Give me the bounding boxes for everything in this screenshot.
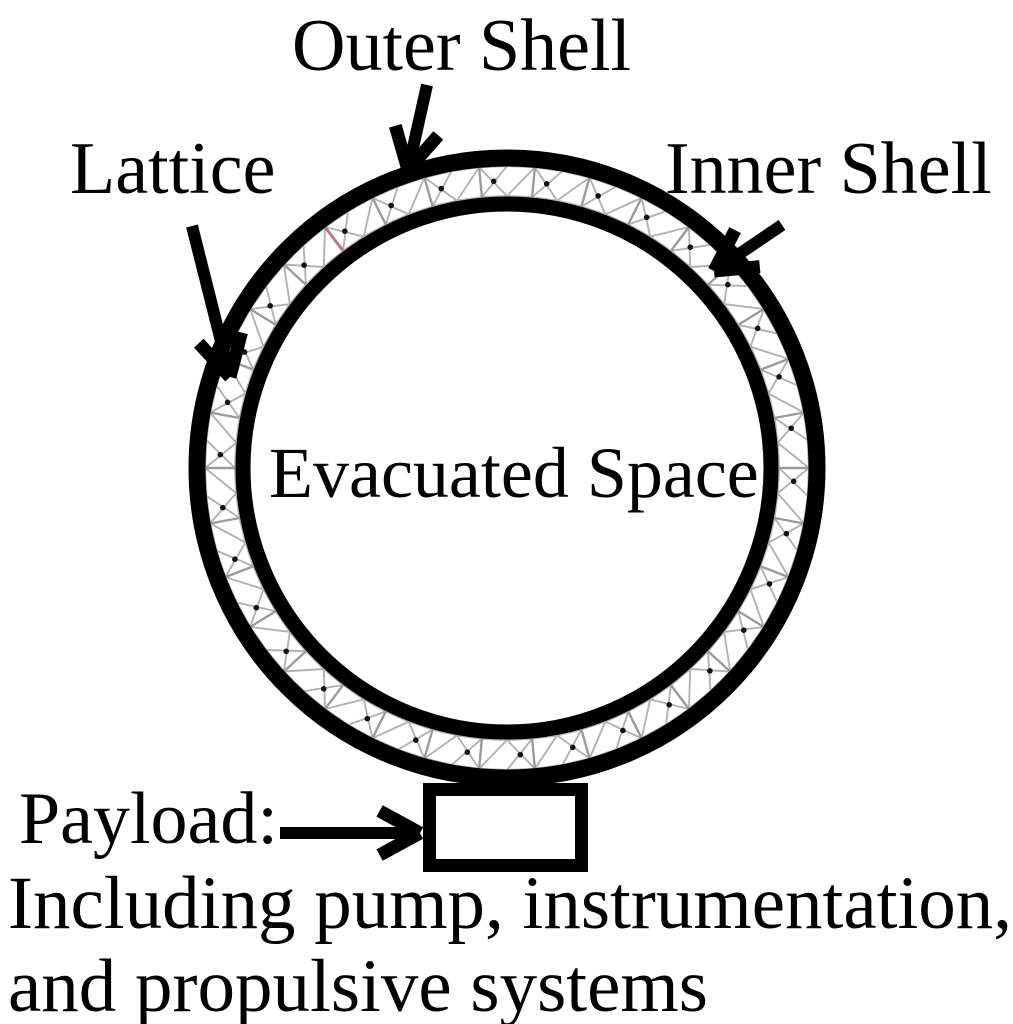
label-outer-shell: Outer Shell (292, 5, 632, 87)
outer-shell-arrow (389, 83, 444, 175)
inner-shell-circle (235, 196, 779, 740)
payload-description-line2: and propulsive systems (8, 945, 708, 1024)
label-inner-shell: Inner Shell (665, 128, 992, 210)
inner-shell-arrow (708, 220, 786, 278)
payload-description-line1: Including pump, instrumentation, (8, 862, 1013, 945)
payload-box (423, 783, 588, 872)
lattice-arrow (186, 224, 248, 382)
label-payload: Payload: (19, 778, 278, 860)
label-lattice: Lattice (70, 128, 276, 210)
outer-shell-circle (188, 149, 826, 787)
label-evacuated-space: Evacuated Space (269, 433, 759, 513)
payload-arrow (280, 805, 424, 861)
